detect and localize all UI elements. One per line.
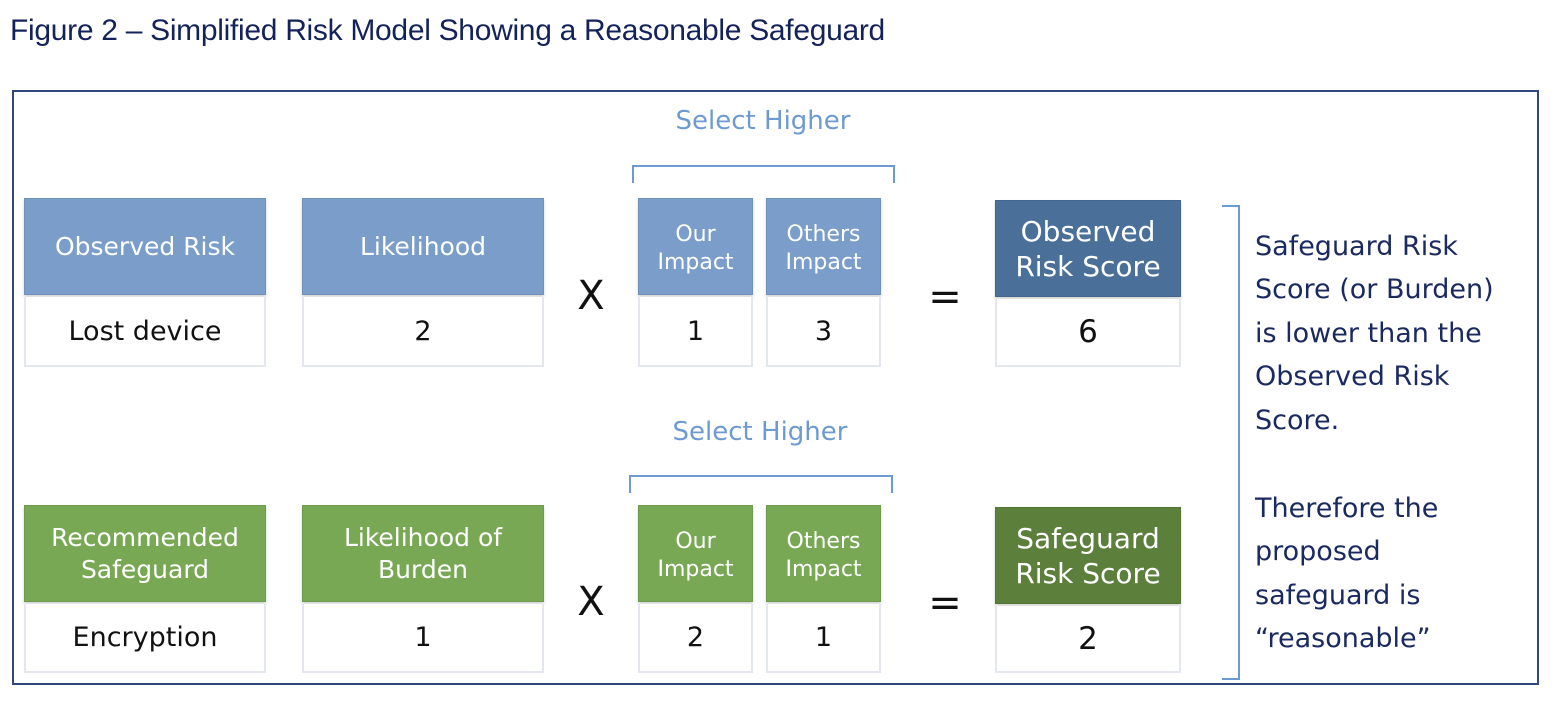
- safeguard-risk-score-header: Safeguard Risk Score: [995, 507, 1181, 604]
- our-impact-header-bottom: Our Impact: [638, 505, 753, 602]
- conclusion-line-2: Score (or Burden): [1255, 274, 1494, 305]
- multiply-operator-bottom: X: [577, 579, 605, 625]
- likelihood-value: 2: [302, 297, 544, 367]
- recommended-safeguard-box: Recommended Safeguard Encryption: [24, 505, 266, 673]
- conclusion-line-8: safeguard is: [1255, 580, 1421, 611]
- conclusion-line-4: Observed Risk: [1255, 361, 1450, 392]
- multiply-operator-top: X: [577, 273, 605, 319]
- select-higher-label-bottom: Select Higher: [672, 417, 848, 447]
- recommended-safeguard-value: Encryption: [24, 604, 266, 673]
- select-higher-bracket-top: [632, 165, 895, 183]
- others-impact-box-top: Others Impact 3: [766, 198, 881, 367]
- conclusion-line-3: is lower than the: [1255, 318, 1482, 349]
- likelihood-of-burden-header: Likelihood of Burden: [302, 505, 544, 602]
- equals-operator-bottom: =: [928, 580, 962, 626]
- our-impact-box-top: Our Impact 1: [638, 198, 753, 367]
- our-impact-box-bottom: Our Impact 2: [638, 505, 753, 673]
- figure-title: Figure 2 – Simplified Risk Model Showing…: [10, 14, 885, 47]
- observed-risk-score-box: Observed Risk Score 6: [995, 200, 1181, 367]
- our-impact-value-bottom: 2: [638, 604, 753, 673]
- conclusion-line-6: Therefore the: [1255, 493, 1439, 524]
- likelihood-header: Likelihood: [302, 198, 544, 295]
- recommended-safeguard-header: Recommended Safeguard: [24, 505, 266, 602]
- select-higher-bracket-bottom: [629, 475, 893, 493]
- safeguard-risk-score-box: Safeguard Risk Score 2: [995, 507, 1181, 673]
- our-impact-value-top: 1: [638, 297, 753, 367]
- others-impact-header-bottom: Others Impact: [766, 505, 881, 602]
- conclusion-line-1: Safeguard Risk: [1255, 231, 1458, 262]
- others-impact-value-bottom: 1: [766, 604, 881, 673]
- select-higher-label-top: Select Higher: [675, 106, 851, 136]
- observed-risk-box: Observed Risk Lost device: [24, 198, 266, 367]
- observed-risk-value: Lost device: [24, 297, 266, 367]
- likelihood-of-burden-box: Likelihood of Burden 1: [302, 505, 544, 673]
- others-impact-header-top: Others Impact: [766, 198, 881, 295]
- others-impact-value-top: 3: [766, 297, 881, 367]
- diagram-frame: [12, 90, 1539, 685]
- conclusion-line-5: Score.: [1255, 405, 1340, 436]
- observed-risk-header: Observed Risk: [24, 198, 266, 295]
- conclusion-bracket: [1222, 205, 1240, 680]
- observed-risk-score-header: Observed Risk Score: [995, 200, 1181, 297]
- our-impact-header-top: Our Impact: [638, 198, 753, 295]
- others-impact-box-bottom: Others Impact 1: [766, 505, 881, 673]
- likelihood-of-burden-value: 1: [302, 604, 544, 673]
- conclusion-line-7: proposed: [1255, 536, 1381, 567]
- likelihood-box: Likelihood 2: [302, 198, 544, 367]
- safeguard-risk-score-value: 2: [995, 606, 1181, 673]
- equals-operator-top: =: [928, 274, 962, 320]
- conclusion-line-9: “reasonable”: [1255, 623, 1431, 654]
- observed-risk-score-value: 6: [995, 299, 1181, 367]
